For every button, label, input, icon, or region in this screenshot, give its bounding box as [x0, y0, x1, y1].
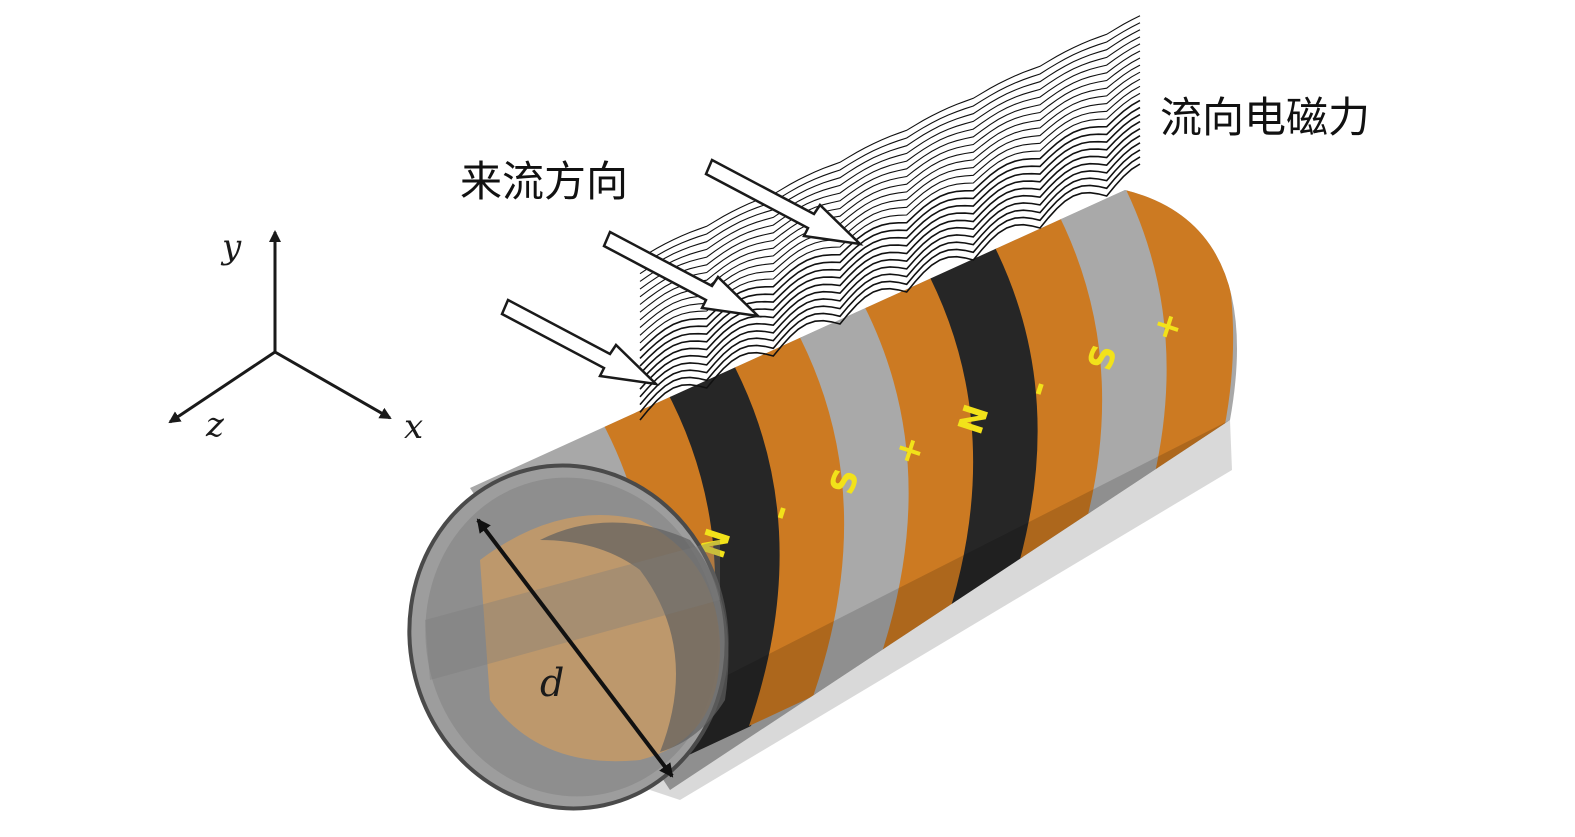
- flow-arrow-3: [704, 158, 864, 246]
- streamline: [639, 142, 1141, 398]
- streamline: [639, 22, 1141, 267]
- z-axis-label: z: [205, 405, 225, 445]
- incoming-flow-arrows: [500, 158, 864, 386]
- streamline: [639, 156, 1141, 413]
- y-axis-label: y: [220, 227, 242, 267]
- band-surface: [729, 325, 847, 726]
- pipe-interior-dark-band: [540, 522, 729, 752]
- streamline: [639, 43, 1141, 290]
- streamline: [639, 149, 1141, 406]
- cylinder-shadow: [560, 420, 1232, 800]
- band-8: S: [1051, 190, 1169, 571]
- incoming-flow-label: 来流方向: [460, 157, 628, 206]
- x-axis-label: x: [404, 407, 423, 447]
- band-layer: N-S+N-S+: [600, 190, 1234, 788]
- band-surface: [858, 263, 976, 664]
- streamline: [639, 71, 1141, 321]
- streamline: [639, 113, 1141, 367]
- streamwise-force-label: 流向电磁力: [1160, 93, 1370, 142]
- band-surface: [664, 356, 782, 757]
- band-surface: [987, 201, 1105, 602]
- z-axis-arrow: [168, 350, 276, 424]
- pipe-opening: d: [407, 463, 729, 811]
- streamline: [639, 163, 1141, 421]
- streamline: [639, 15, 1141, 259]
- flow-arrow-2: [602, 230, 762, 318]
- streamline: [639, 64, 1141, 313]
- cylinder-body: N-S+N-S+: [470, 190, 1237, 800]
- streamline: [639, 128, 1141, 383]
- band-surface: [793, 294, 911, 695]
- band-surface: [922, 232, 1040, 633]
- flow-arrow-1: [500, 298, 660, 386]
- streamline: [639, 135, 1141, 390]
- band-7: -: [987, 201, 1105, 602]
- streamline: [639, 29, 1141, 275]
- streamline: [639, 36, 1141, 282]
- coordinate-axes: y z x: [168, 227, 423, 447]
- x-axis-arrow: [274, 350, 392, 420]
- streamline: [639, 50, 1141, 298]
- streamline: [639, 57, 1141, 305]
- diameter-arrow: [476, 518, 674, 778]
- streamline: [639, 120, 1141, 375]
- band-surface: [1051, 190, 1169, 571]
- diameter-label: d: [540, 661, 564, 705]
